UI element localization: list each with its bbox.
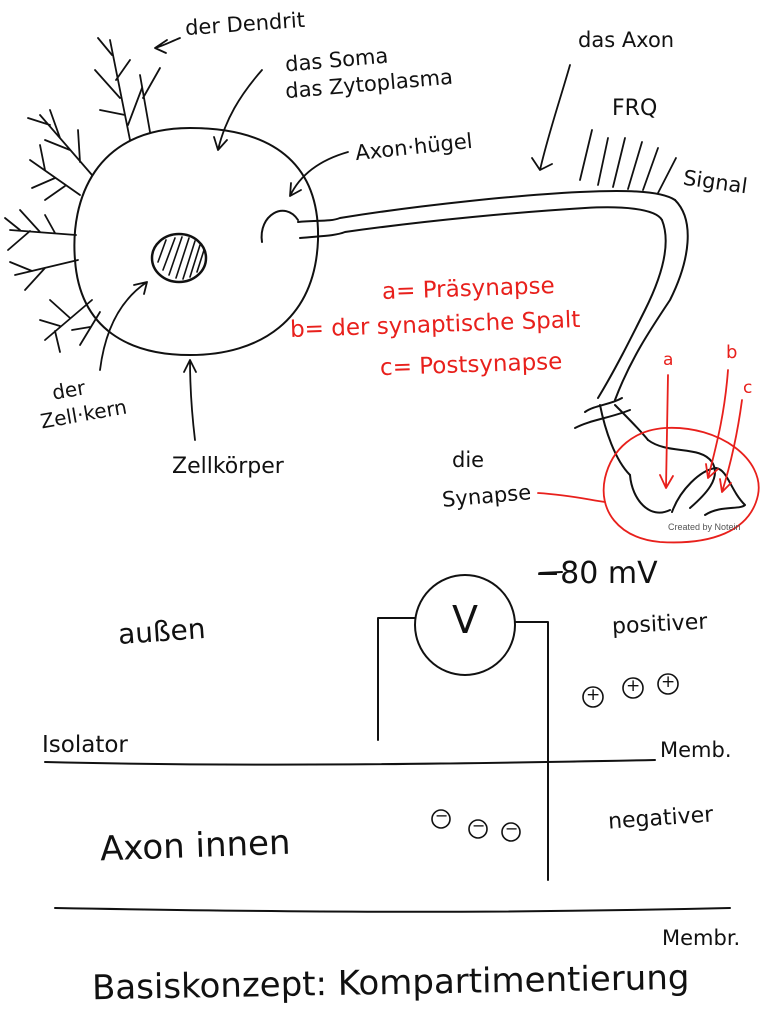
label-positiver: positiver [611,609,708,640]
membrane-upper [44,759,656,766]
voltmeter-circuit [377,571,563,881]
plus-charge-3: + [661,672,676,692]
negative-charges [431,809,521,842]
nucleus [150,232,208,284]
minus-charge-2: − [472,816,486,835]
voltage-dash [539,571,563,574]
arrow-b [705,369,729,479]
soma-body [73,127,320,356]
mark-b: b [726,342,738,363]
label-axon: das Axon [578,28,675,52]
node-of-ranvier [574,397,631,429]
arrow-c [719,399,743,493]
label-frq: FRQ [612,96,658,121]
wire-right [514,621,549,881]
voltmeter-letter: V [452,598,478,642]
label-voltage: −80 mV [535,556,658,591]
minus-charge-3: − [505,819,519,838]
wire-left [377,617,416,741]
pointer-arrows [99,37,571,441]
label-memb-2: Membr. [662,926,741,950]
label-synapse-1: die [452,448,485,472]
membrane-lower [54,907,731,913]
synapse-annotations [537,369,760,544]
arrow-a [659,374,674,489]
plus-charge-1: + [586,685,601,705]
mark-a: a [663,350,674,370]
label-aussen: außen [116,611,207,652]
signal-lines [579,129,677,194]
watermark: Created by Notein [668,522,741,532]
label-isolator: Isolator [42,732,128,758]
label-axon-innen: Axon innen [99,822,292,870]
axon [297,189,689,476]
minus-charge-1: − [435,806,449,825]
label-zellkoerper: Zellkörper [172,454,284,479]
synapse-terminal [629,439,746,516]
label-memb-1: Memb. [660,738,732,762]
synapse-circle [602,427,760,544]
plus-charge-2: + [626,676,641,696]
positive-charges [582,673,679,708]
axon-hillock-hook [260,209,299,243]
dendrites [4,37,161,353]
mark-c: c [743,378,753,398]
voltmeter [414,574,516,676]
synapse-pointer [537,492,606,503]
